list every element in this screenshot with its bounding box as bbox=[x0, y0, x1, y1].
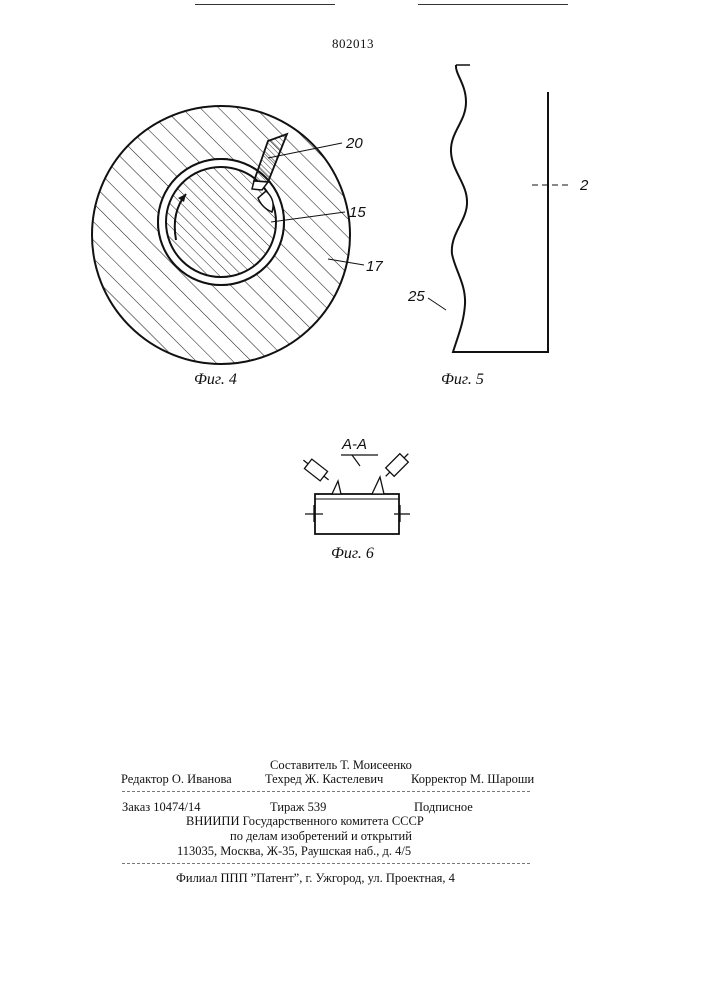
workpiece-body bbox=[315, 494, 399, 534]
label-20: 20 bbox=[346, 136, 363, 151]
org-line-1: ВНИИПИ Государственного комитета СССР bbox=[186, 815, 424, 828]
corrector-line: Корректор М. Шароши bbox=[411, 773, 534, 786]
label-25: 25 bbox=[408, 289, 425, 304]
tool-holder-left bbox=[300, 455, 333, 484]
label-2: 2 bbox=[580, 178, 588, 193]
fig6-caption: Фиг. 6 bbox=[331, 546, 374, 562]
cutter-right bbox=[372, 477, 384, 494]
section-mark bbox=[352, 455, 360, 466]
cutter-left bbox=[332, 481, 341, 494]
circulation-line: Тираж 539 bbox=[270, 801, 326, 814]
leader-25 bbox=[428, 298, 446, 310]
address-line: 113035, Москва, Ж-35, Раушская наб., д. … bbox=[177, 845, 411, 858]
fig5-caption: Фиг. 5 bbox=[441, 372, 484, 388]
label-17: 17 bbox=[366, 259, 383, 274]
label-15: 15 bbox=[349, 205, 366, 220]
section-label: А-А bbox=[342, 437, 367, 452]
order-line: Заказ 10474/14 bbox=[122, 801, 201, 814]
branch-line: Филиал ППП ”Патент”, г. Ужгород, ул. Про… bbox=[176, 872, 455, 885]
tool-holder-right bbox=[381, 449, 412, 480]
compiler-line: Составитель Т. Моисеенко bbox=[270, 759, 412, 772]
footer-dash-1 bbox=[122, 791, 530, 792]
subscription-line: Подписное bbox=[414, 801, 473, 814]
footer-dash-2 bbox=[122, 863, 530, 864]
fig5-drawing bbox=[428, 65, 570, 352]
fig4-caption: Фиг. 4 bbox=[194, 372, 237, 388]
org-line-2: по делам изобретений и открытий bbox=[230, 830, 412, 843]
fig6-drawing bbox=[300, 449, 413, 534]
editor-line: Редактор О. Иванова bbox=[121, 773, 232, 786]
fig4-drawing bbox=[92, 106, 364, 364]
wavy-profile bbox=[451, 65, 548, 352]
techred-line: Техред Ж. Кастелевич bbox=[265, 773, 383, 786]
